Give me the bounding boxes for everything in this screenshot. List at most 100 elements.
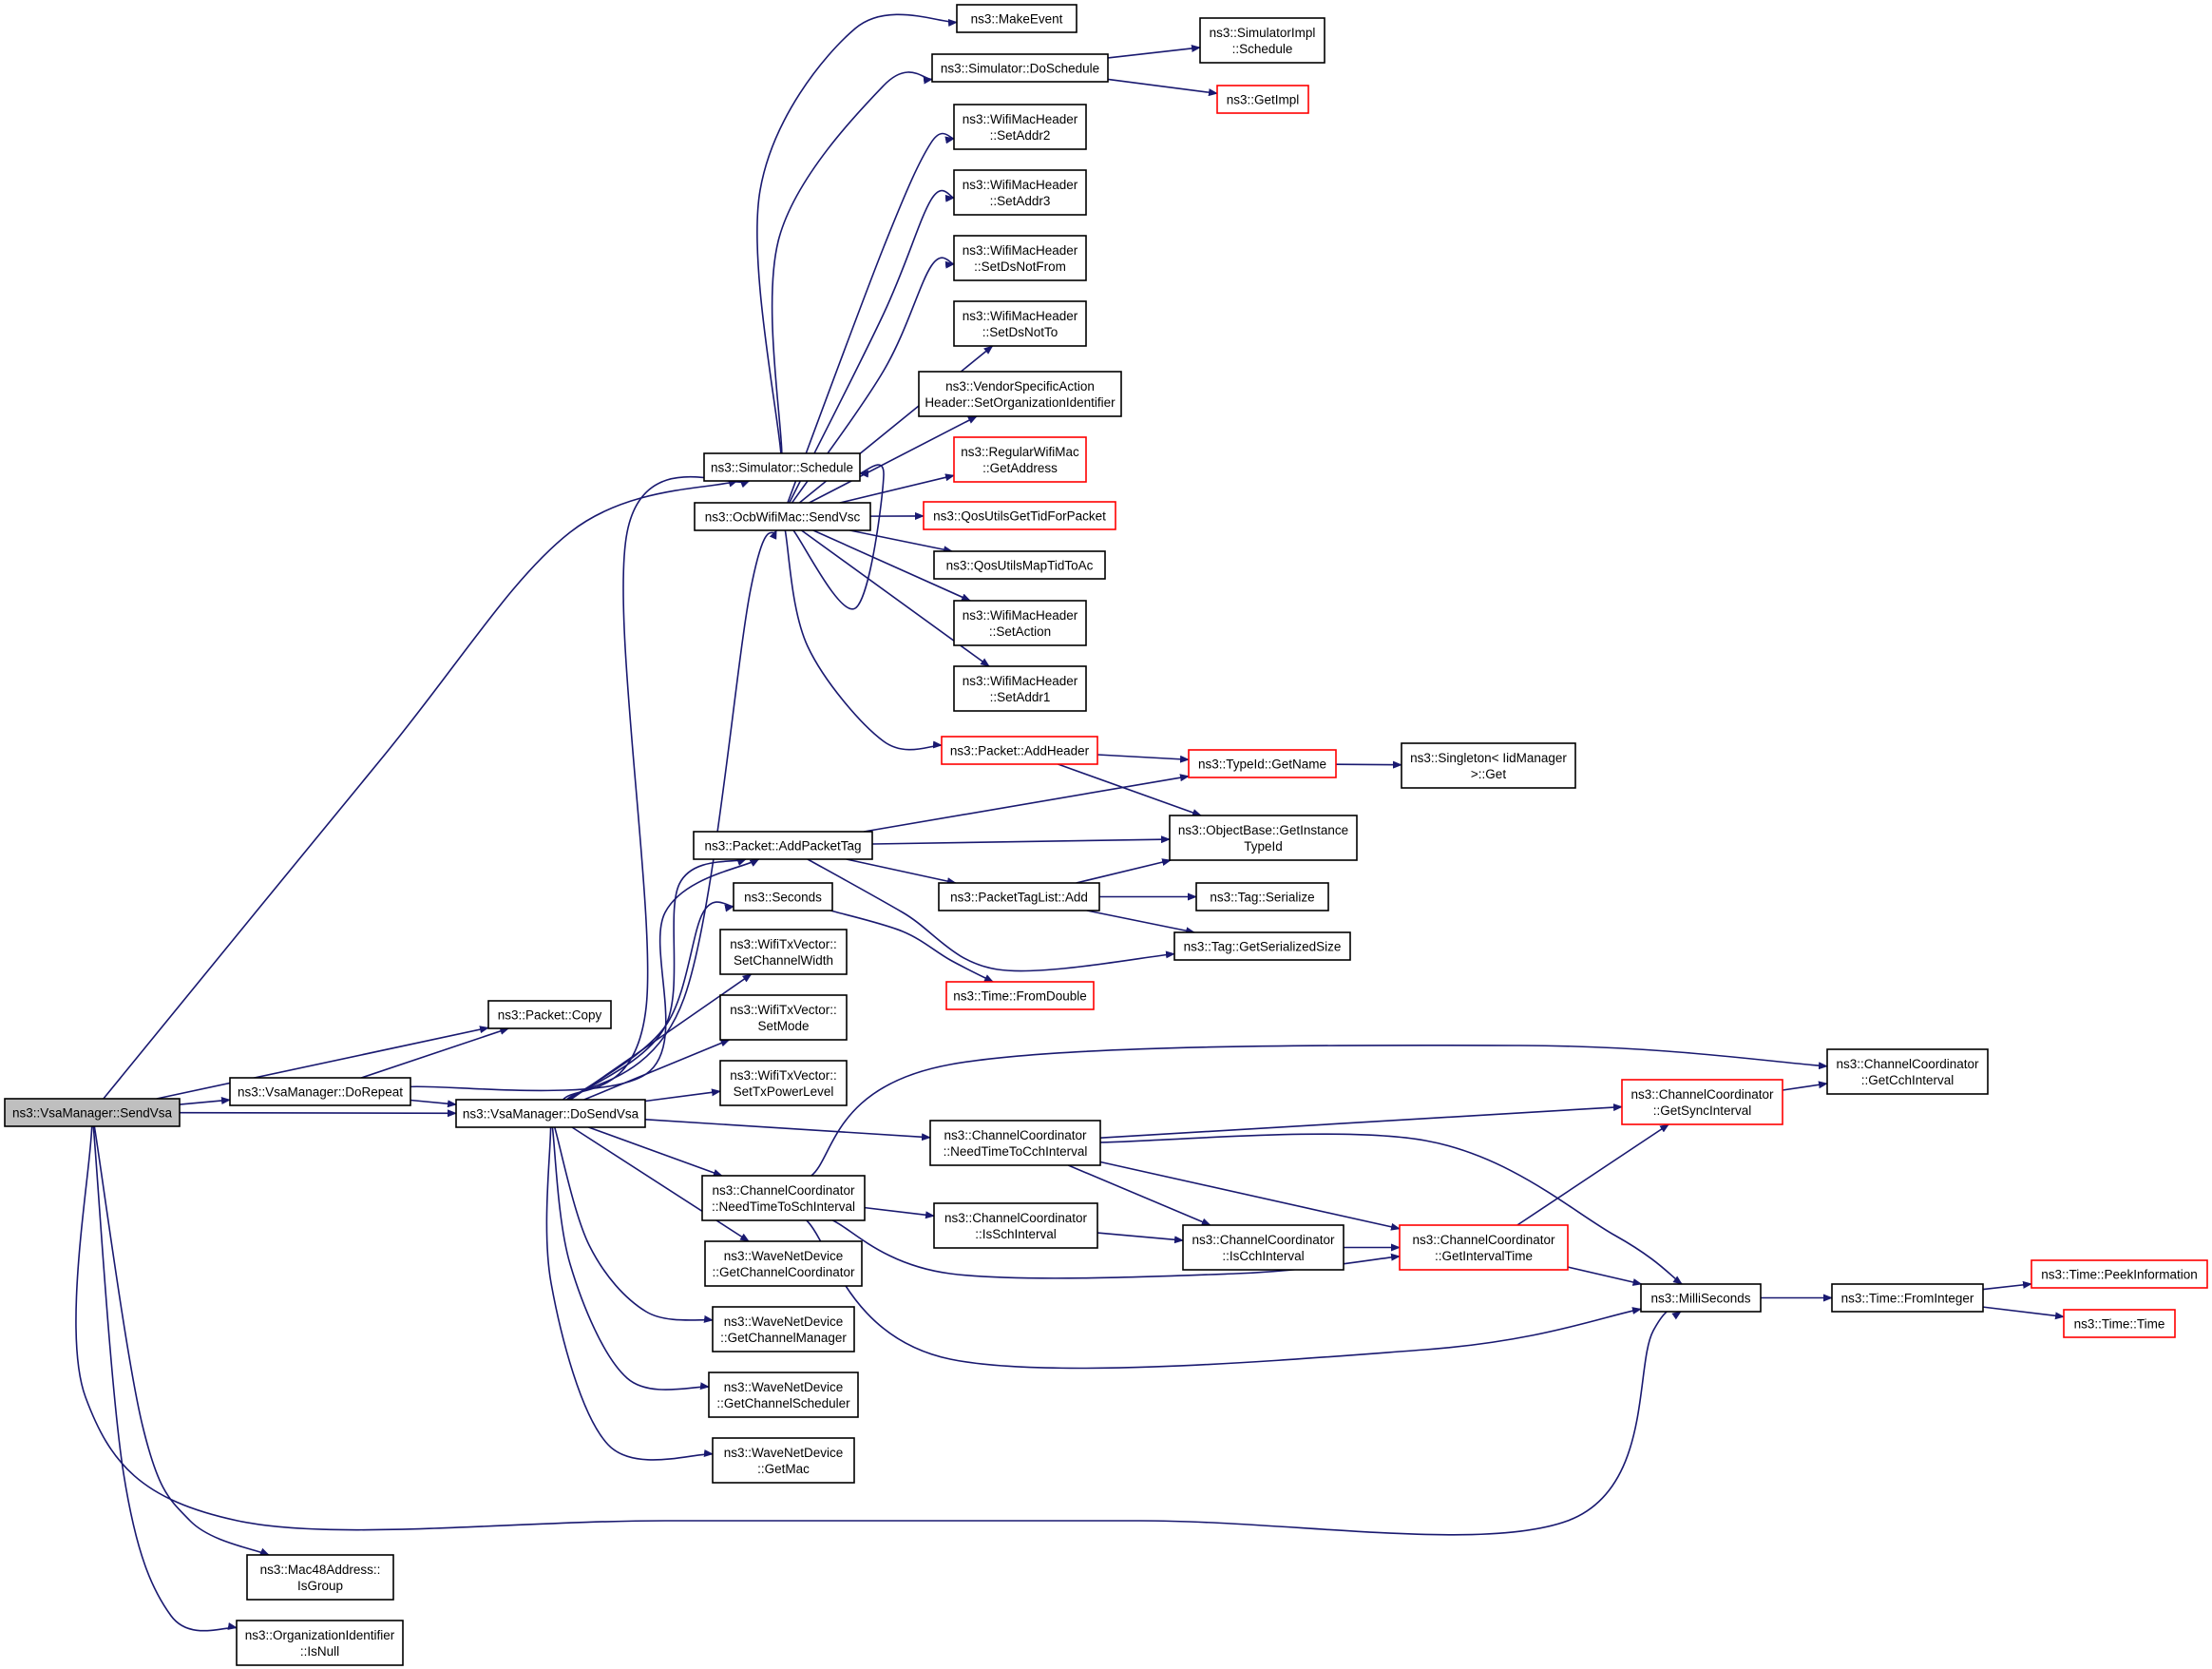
- graph-node-n5[interactable]: ns3::OcbWifiMac::SendVsc: [694, 502, 871, 531]
- node-label-line: ns3::Packet::AddPacketTag: [704, 839, 861, 854]
- call-edge-n20-to-n21: [1096, 754, 1190, 763]
- call-edge-n24-to-n21: [863, 774, 1190, 833]
- graph-node-n33[interactable]: ns3::ChannelCoordinator::NeedTimeToCchIn…: [929, 1120, 1101, 1166]
- graph-node-n36[interactable]: ns3::ChannelCoordinator::GetSyncInterval: [1621, 1079, 1783, 1125]
- call-edge-n0-to-n49: [92, 1125, 238, 1632]
- graph-node-n45[interactable]: ns3::WaveNetDevice::GetChannelManager: [712, 1306, 855, 1352]
- graph-node-n9[interactable]: ns3::GetImpl: [1216, 85, 1309, 114]
- graph-node-n43[interactable]: ns3::Time::Time: [2063, 1309, 2176, 1338]
- node-label-line: ns3::Tag::Serialize: [1210, 891, 1314, 905]
- graph-node-n47[interactable]: ns3::WaveNetDevice::GetMac: [712, 1437, 855, 1484]
- node-label-line: ns3::WifiMacHeader: [963, 608, 1078, 623]
- node-label-line: TypeId: [1244, 839, 1283, 854]
- graph-node-n44[interactable]: ns3::WaveNetDevice::GetChannelCoordinato…: [704, 1240, 863, 1287]
- node-box: [931, 53, 1109, 83]
- call-edge-n36-to-n35: [1782, 1081, 1828, 1091]
- graph-node-n22[interactable]: ns3::Singleton< IidManager >::Get: [1401, 742, 1576, 789]
- graph-node-n46[interactable]: ns3::WaveNetDevice::GetChannelScheduler: [708, 1372, 859, 1418]
- graph-node-n4[interactable]: ns3::Simulator::Schedule: [703, 452, 861, 482]
- call-edge-n25-to-n27: [1086, 910, 1196, 935]
- node-box: [712, 1306, 855, 1352]
- node-label-line: ::Schedule: [1232, 42, 1293, 56]
- graph-node-n21[interactable]: ns3::TypeId::GetName: [1188, 749, 1337, 778]
- graph-node-n20[interactable]: ns3::Packet::AddHeader: [941, 736, 1098, 765]
- graph-node-n8[interactable]: ns3::SimulatorImpl::Schedule: [1199, 17, 1325, 64]
- graph-node-n26[interactable]: ns3::Tag::Serialize: [1195, 882, 1329, 911]
- node-box: [236, 1620, 404, 1666]
- node-box: [719, 1060, 848, 1106]
- graph-node-n49[interactable]: ns3::OrganizationIdentifier::IsNull: [236, 1620, 404, 1666]
- graph-node-n30[interactable]: ns3::WifiTxVector::SetChannelWidth: [719, 929, 848, 975]
- call-edge-n3-to-n4: [562, 475, 751, 1101]
- graph-node-n24[interactable]: ns3::Packet::AddPacketTag: [693, 831, 873, 860]
- graph-node-n34[interactable]: ns3::ChannelCoordinator::NeedTimeToSchIn…: [701, 1175, 866, 1221]
- node-label-line: ns3::Tag::GetSerializedSize: [1184, 940, 1342, 954]
- node-label-line: ns3::WaveNetDevice: [724, 1380, 844, 1394]
- call-edge-n5-to-n4: [792, 464, 885, 610]
- call-edge-n5-to-n14: [809, 415, 978, 504]
- node-label-line: ns3::VendorSpecificAction: [945, 379, 1095, 393]
- graph-node-n12[interactable]: ns3::WifiMacHeader::SetDsNotFrom: [953, 235, 1087, 281]
- call-edge-n20-to-n23: [1058, 763, 1202, 816]
- node-box: [693, 831, 873, 860]
- node-label-line: ::GetChannelManager: [720, 1331, 847, 1345]
- graph-node-n48[interactable]: ns3::Mac48Address::IsGroup: [246, 1554, 394, 1601]
- node-label-line: ::IsNull: [300, 1644, 339, 1659]
- graph-node-n40[interactable]: ns3::MilliSeconds: [1640, 1283, 1762, 1313]
- graph-node-n35[interactable]: ns3::ChannelCoordinator::GetCchInterval: [1826, 1048, 1989, 1095]
- graph-node-n39[interactable]: ns3::ChannelCoordinator::GetIntervalTime: [1399, 1224, 1569, 1271]
- node-box: [703, 452, 861, 482]
- graph-node-n28[interactable]: ns3::Seconds: [733, 882, 833, 911]
- node-box: [953, 600, 1087, 646]
- call-edge-n39-to-n40: [1567, 1266, 1643, 1286]
- node-label-line: ns3::WifiMacHeader: [963, 674, 1078, 688]
- graph-node-n19[interactable]: ns3::WifiMacHeader::SetAddr1: [953, 665, 1087, 712]
- graph-node-n6[interactable]: ns3::MakeEvent: [956, 4, 1077, 33]
- graph-node-n41[interactable]: ns3::Time::FromInteger: [1831, 1283, 1984, 1313]
- graph-node-n25[interactable]: ns3::PacketTagList::Add: [938, 882, 1100, 911]
- node-label-line: ns3::ObjectBase::GetInstance: [1178, 823, 1348, 837]
- graph-node-n38[interactable]: ns3::ChannelCoordinator::IsCchInterval: [1182, 1224, 1344, 1271]
- graph-node-n18[interactable]: ns3::WifiMacHeader::SetAction: [953, 600, 1087, 646]
- node-label-line: ::SetAddr3: [990, 194, 1051, 208]
- graph-node-n32[interactable]: ns3::WifiTxVector::SetTxPowerLevel: [719, 1060, 848, 1106]
- graph-node-n13[interactable]: ns3::WifiMacHeader::SetDsNotTo: [953, 300, 1087, 347]
- node-label-line: ns3::VsaManager::DoSendVsa: [463, 1107, 639, 1122]
- node-box: [694, 502, 871, 531]
- node-label-line: ns3::WifiMacHeader: [963, 112, 1078, 126]
- node-label-line: ::GetMac: [757, 1462, 810, 1476]
- call-edge-n33-to-n40: [1099, 1133, 1683, 1285]
- graph-node-n11[interactable]: ns3::WifiMacHeader::SetAddr3: [953, 169, 1087, 216]
- graph-node-n2[interactable]: ns3::Packet::Copy: [487, 1000, 612, 1029]
- graph-node-n0[interactable]: ns3::VsaManager::SendVsa: [4, 1098, 181, 1127]
- graph-node-n17[interactable]: ns3::QosUtilsMapTidToAc: [933, 550, 1106, 580]
- node-label-line: ns3::QosUtilsMapTidToAc: [946, 559, 1094, 573]
- node-box: [933, 550, 1106, 580]
- graph-node-n15[interactable]: ns3::RegularWifiMac::GetAddress: [953, 436, 1087, 483]
- node-label-line: ns3::MilliSeconds: [1650, 1292, 1750, 1306]
- call-edge-n5-to-n15: [839, 473, 955, 504]
- graph-node-n42[interactable]: ns3::Time::PeekInformation: [2031, 1259, 2208, 1289]
- graph-node-n3[interactable]: ns3::VsaManager::DoSendVsa: [455, 1099, 646, 1128]
- node-label-line: ::NeedTimeToSchInterval: [712, 1199, 855, 1214]
- graph-node-n10[interactable]: ns3::WifiMacHeader::SetAddr2: [953, 104, 1087, 150]
- node-label-line: ns3::ChannelCoordinator: [1192, 1233, 1335, 1247]
- graph-node-n31[interactable]: ns3::WifiTxVector::SetMode: [719, 994, 848, 1041]
- call-edge-n33-to-n38: [1067, 1164, 1211, 1226]
- graph-node-n16[interactable]: ns3::QosUtilsGetTidForPacket: [923, 501, 1116, 530]
- graph-node-n37[interactable]: ns3::ChannelCoordinator::IsSchInterval: [933, 1202, 1098, 1249]
- graph-node-n7[interactable]: ns3::Simulator::DoSchedule: [931, 53, 1109, 83]
- graph-node-n1[interactable]: ns3::VsaManager::DoRepeat: [229, 1077, 411, 1106]
- node-box: [933, 1202, 1098, 1249]
- call-edge-n7-to-n8: [1107, 44, 1201, 59]
- graph-node-n14[interactable]: ns3::VendorSpecificActionHeader::SetOrga…: [918, 371, 1122, 417]
- call-edge-n3-to-n34: [588, 1126, 723, 1177]
- node-label-line: ns3::Time::FromInteger: [1841, 1292, 1974, 1306]
- call-edge-n24-to-n25: [846, 858, 957, 885]
- node-label-line: ns3::Simulator::Schedule: [711, 461, 853, 475]
- graph-node-n27[interactable]: ns3::Tag::GetSerializedSize: [1173, 931, 1351, 961]
- node-label-line: ns3::Simulator::DoSchedule: [941, 62, 1099, 76]
- node-box: [953, 300, 1087, 347]
- graph-node-n29[interactable]: ns3::Time::FromDouble: [945, 981, 1095, 1010]
